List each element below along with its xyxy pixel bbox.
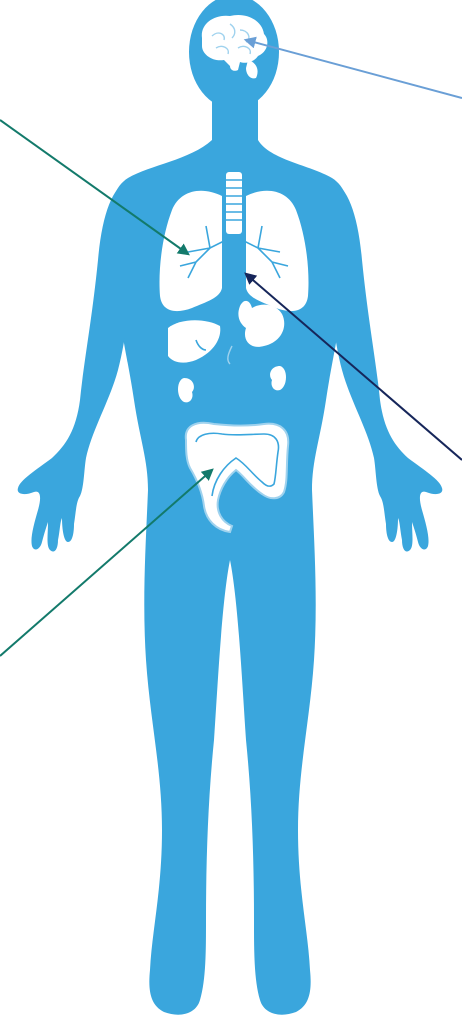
body-silhouette [18, 0, 443, 1015]
left-arm-shape [18, 180, 134, 552]
trachea-icon [226, 172, 242, 234]
right-arm-shape [326, 180, 442, 552]
brain-pointer [246, 40, 462, 98]
torso-shape [110, 140, 351, 1015]
